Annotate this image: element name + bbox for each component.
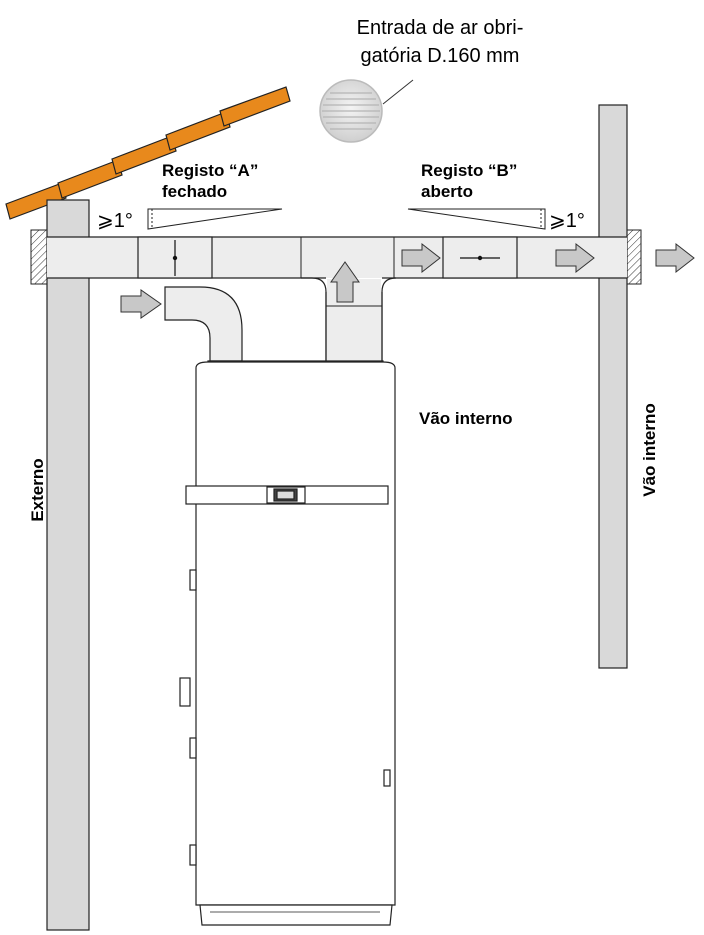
exhaust-duct [301, 277, 397, 361]
air-inlet-label: Entrada de ar obri- gatória D.160 mm [310, 14, 570, 70]
air-inlet-line2: gatória D.160 mm [360, 45, 520, 67]
arrow-intake [120, 289, 162, 319]
register-b-damper [442, 236, 518, 279]
register-b-state: aberto [421, 182, 473, 201]
airflow-arrows [120, 242, 695, 319]
wall-hatch-left [30, 229, 48, 285]
inner-space-label: Vão interno [419, 409, 513, 428]
arrow-right-1 [401, 242, 441, 274]
register-a-label: Registo “A” fechado [162, 160, 258, 202]
exterior-label: Externo [28, 458, 47, 522]
heat-pump-water-heater [179, 360, 396, 926]
roof-tiles [5, 86, 291, 220]
slope-left-label: ⩾1° [97, 210, 133, 232]
horizontal-duct [47, 236, 627, 279]
air-inlet-grille [319, 79, 383, 143]
exterior-wall [46, 199, 90, 931]
arrow-right-3 [655, 242, 695, 274]
intake-elbow-duct [164, 286, 243, 362]
inner-space-wall-label: Vão interno [640, 403, 659, 497]
air-inlet-line1: Entrada de ar obri- [356, 17, 524, 39]
slope-wedges [147, 208, 546, 230]
arrow-up [330, 261, 360, 303]
register-a-name: Registo “A” [162, 161, 259, 180]
interior-wall [598, 104, 628, 669]
register-b-label: Registo “B” aberto [421, 160, 517, 202]
slope-right-label: ⩾1° [549, 210, 585, 232]
register-a-state: fechado [162, 182, 228, 201]
arrow-right-2 [555, 242, 595, 274]
air-inlet-leader [382, 79, 414, 105]
wall-hatch-right [626, 229, 642, 285]
register-b-name: Registo “B” [421, 161, 518, 180]
register-a-damper [137, 236, 213, 279]
